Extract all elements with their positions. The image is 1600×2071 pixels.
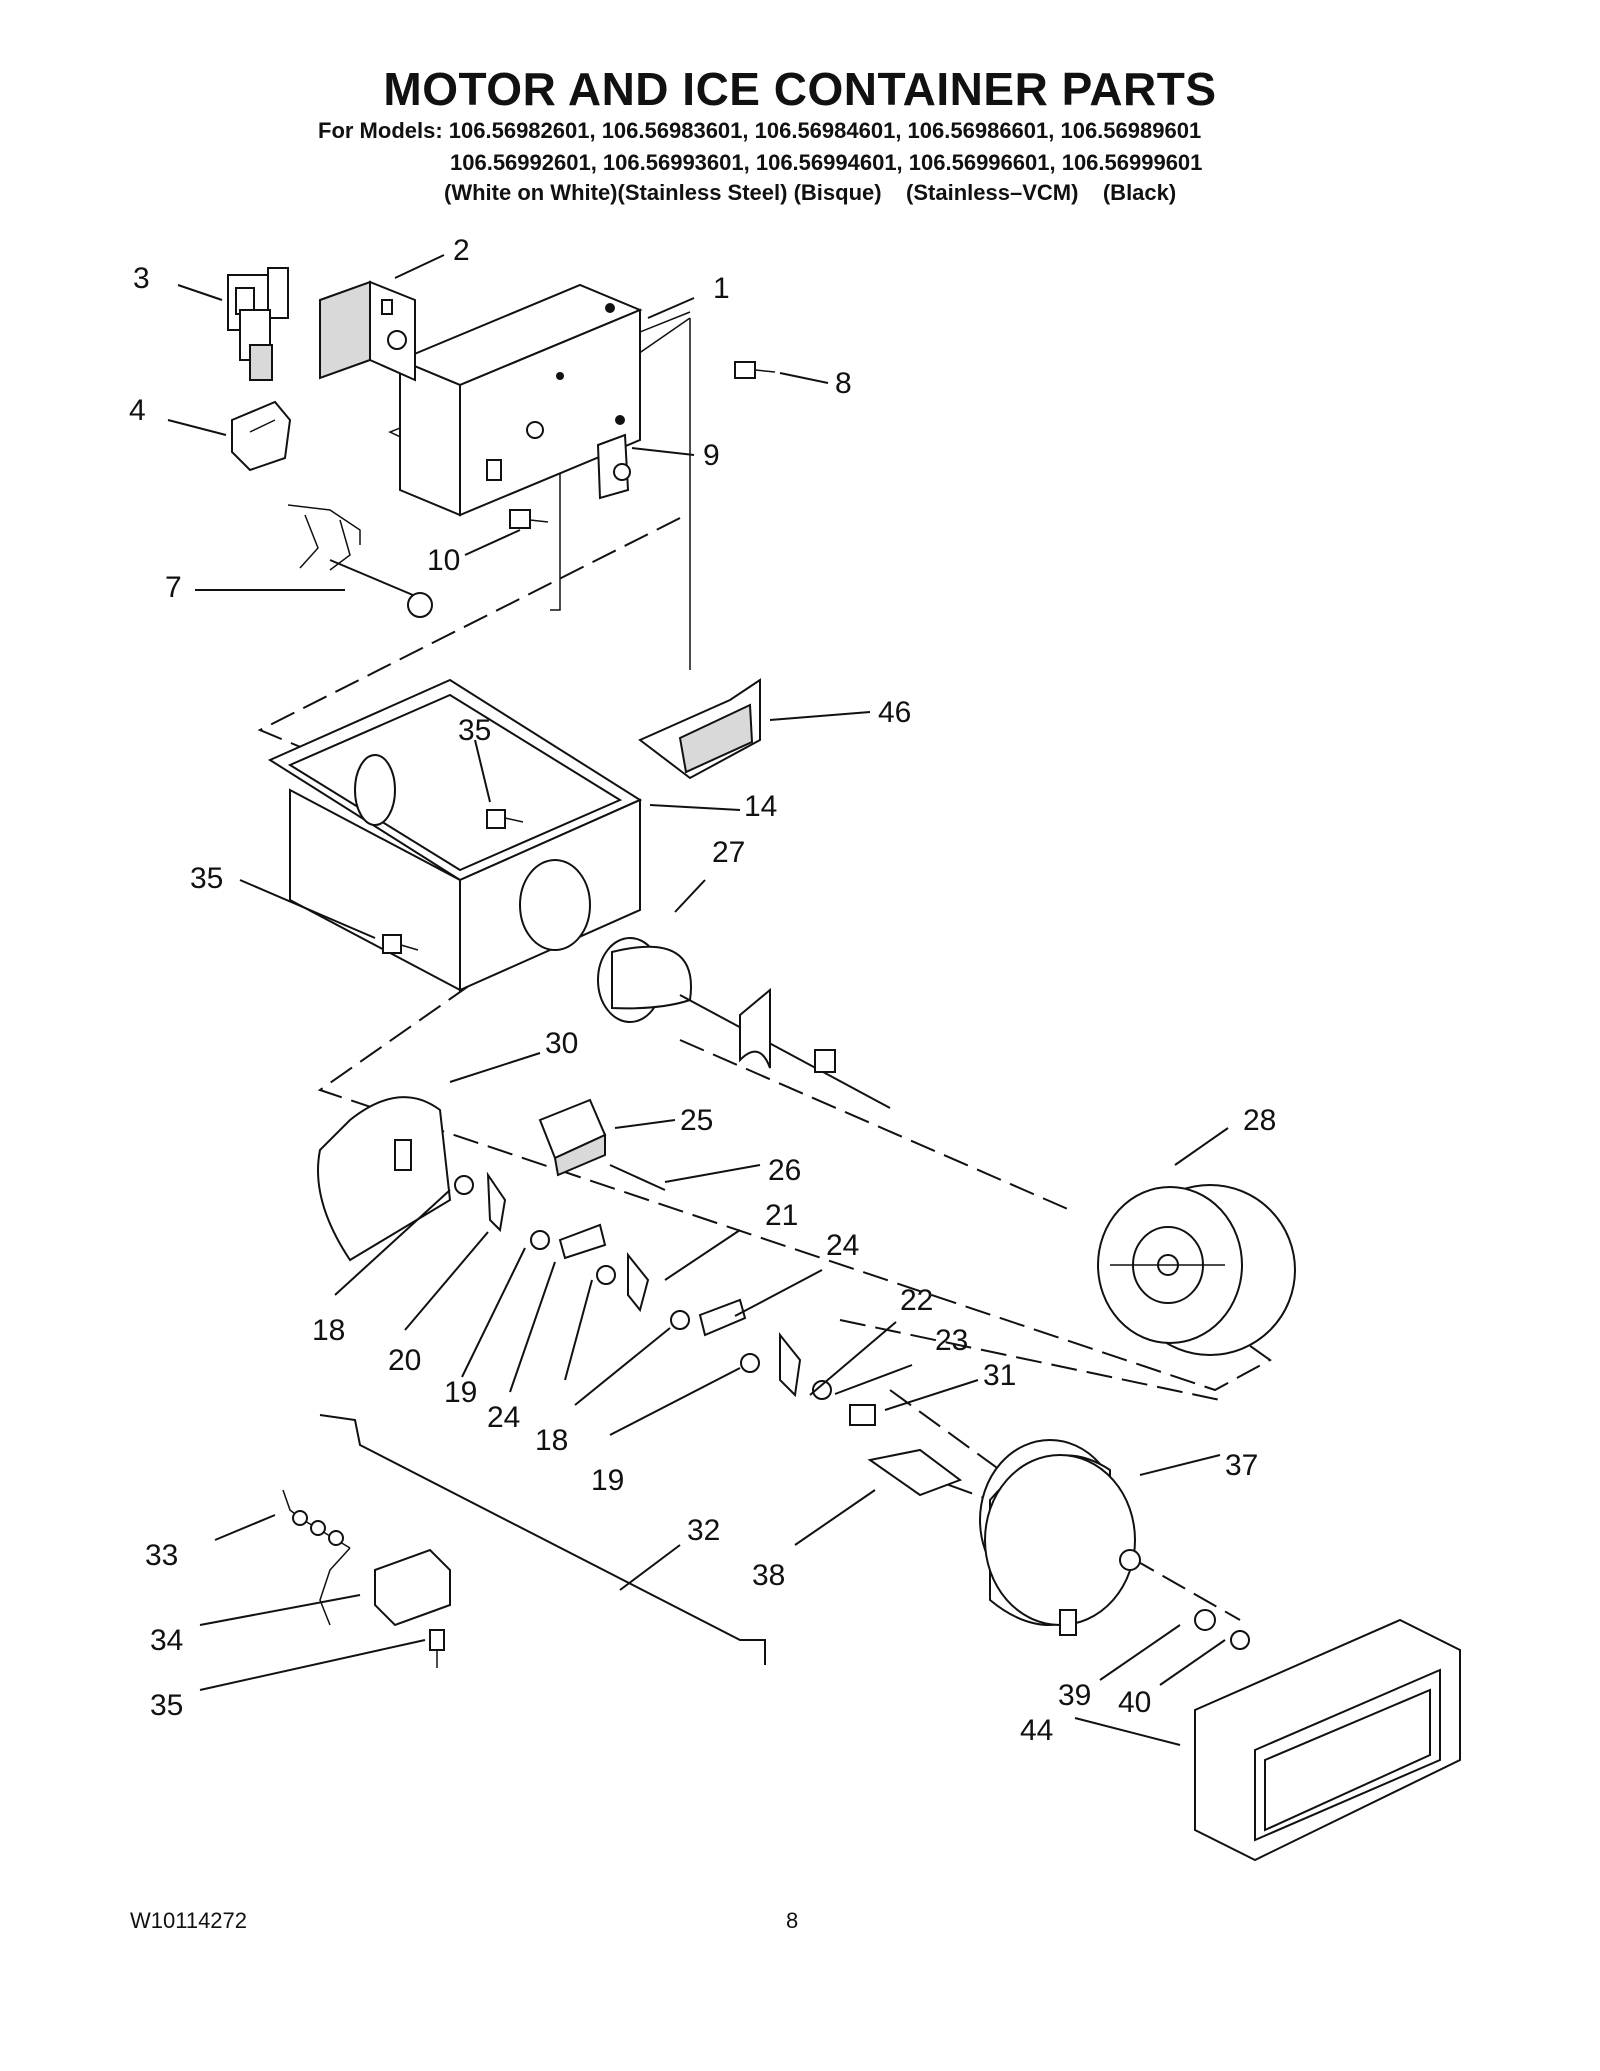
callout-24-left: 24 [487, 1401, 520, 1434]
callout-35-upper: 35 [458, 714, 491, 747]
door-switch [227, 267, 289, 381]
callout-4: 4 [129, 394, 146, 427]
screw-35-side [382, 934, 419, 954]
callout-46: 46 [878, 696, 911, 729]
callout-40: 40 [1118, 1686, 1151, 1719]
callout-34: 34 [150, 1624, 183, 1657]
callout-33: 33 [145, 1539, 178, 1572]
callout-26: 26 [768, 1154, 801, 1187]
screw-8 [734, 361, 776, 379]
screw-35-lower [429, 1629, 445, 1668]
clip [596, 433, 631, 500]
ice-container [267, 678, 643, 992]
callout-44: 44 [1020, 1714, 1053, 1747]
callout-18-left: 18 [312, 1314, 345, 1347]
thermistor-harness [287, 504, 433, 618]
callout-7: 7 [165, 571, 182, 604]
shaft-pin [609, 1164, 666, 1191]
switch-bracket [231, 400, 292, 472]
callout-9: 9 [703, 439, 720, 472]
callout-22: 22 [900, 1284, 933, 1317]
spring [282, 1489, 351, 1626]
models-line-2: 106.56992601, 106.56993601, 106.56994601… [450, 150, 1203, 175]
callout-2: 2 [453, 234, 470, 267]
callout-25: 25 [680, 1104, 713, 1137]
crusher-housing [317, 1096, 452, 1262]
assembly-guide-lines [257, 311, 1272, 1621]
ice-deflector [638, 678, 761, 780]
solenoid [319, 280, 416, 382]
callout-37: 37 [1225, 1449, 1258, 1482]
callout-8: 8 [835, 367, 852, 400]
callout-35-side: 35 [190, 862, 223, 895]
motor-cover [1194, 1618, 1461, 1862]
callout-35-lower: 35 [150, 1689, 183, 1722]
auger-drum [1097, 1184, 1296, 1356]
callout-20: 20 [388, 1344, 421, 1377]
callout-31: 31 [983, 1359, 1016, 1392]
washer-39 [1194, 1609, 1216, 1631]
callout-19-center: 19 [591, 1464, 624, 1497]
page-number: 8 [786, 1908, 799, 1933]
callout-19-left: 19 [444, 1376, 477, 1409]
screw-35-upper [486, 809, 524, 829]
callout-38: 38 [752, 1559, 785, 1592]
callout-18-center: 18 [535, 1424, 568, 1457]
callout-10: 10 [427, 544, 460, 577]
rod-bracket [374, 1548, 451, 1627]
callout-21: 21 [765, 1199, 798, 1232]
callout-14: 14 [744, 790, 777, 823]
callout-32: 32 [687, 1514, 720, 1547]
bearing-block [538, 1098, 607, 1177]
callout-30: 30 [545, 1027, 578, 1060]
crusher-blade-stack [454, 1171, 876, 1426]
models-line-1: For Models: 106.56982601, 106.56983601, … [318, 118, 1202, 143]
callout-28: 28 [1243, 1104, 1276, 1137]
leader-lines [167, 254, 1229, 1746]
callout-labels: 1 2 3 4 7 8 9 10 46 35 14 27 35 30 25 26… [129, 234, 1276, 1747]
callout-24-right: 24 [826, 1229, 859, 1262]
motor-mount-bracket [397, 283, 643, 517]
callout-39: 39 [1058, 1679, 1091, 1712]
document-number: W10114272 [130, 1908, 248, 1933]
actuator-rod [319, 1414, 766, 1665]
motor-coupler [867, 1448, 963, 1497]
clip-40 [1230, 1630, 1250, 1650]
callout-23: 23 [935, 1324, 968, 1357]
screw-10 [509, 509, 549, 529]
page-title: MOTOR AND ICE CONTAINER PARTS [383, 63, 1217, 115]
drive-motor [979, 1439, 1141, 1636]
callout-3: 3 [133, 262, 150, 295]
callout-1: 1 [713, 272, 730, 305]
callout-27: 27 [712, 836, 745, 869]
models-finish-line: (White on White)(Stainless Steel) (Bisqu… [444, 180, 1177, 205]
auger-assembly [597, 937, 891, 1109]
